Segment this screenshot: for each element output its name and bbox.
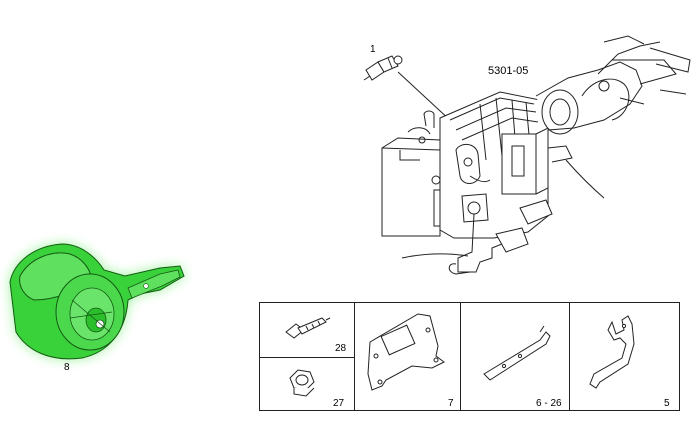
horn-part-highlighted[interactable] — [9, 243, 185, 360]
parts-table-label-bolt: 28 — [335, 343, 347, 354]
reference-code: 5301-05 — [488, 65, 529, 77]
hook-bracket-icon[interactable] — [589, 315, 635, 389]
parts-table-label-hook-bracket: 5 — [664, 398, 670, 409]
parts-table-label-mounting-plate: 7 — [448, 398, 454, 409]
parts-table-label-nut: 27 — [333, 398, 345, 409]
item-1-fitting[interactable] — [363, 55, 403, 81]
mounting-plate-icon[interactable] — [367, 313, 445, 391]
pump-assembly — [381, 35, 691, 275]
nut-icon[interactable] — [289, 369, 315, 397]
bolt-icon[interactable] — [285, 317, 331, 339]
callout-item-8: 8 — [64, 362, 70, 373]
parts-table-label-strip-bracket: 6 - 26 — [536, 398, 562, 409]
strip-bracket-icon[interactable] — [483, 325, 551, 381]
callout-item-1: 1 — [370, 44, 376, 55]
parts-table — [259, 302, 680, 411]
